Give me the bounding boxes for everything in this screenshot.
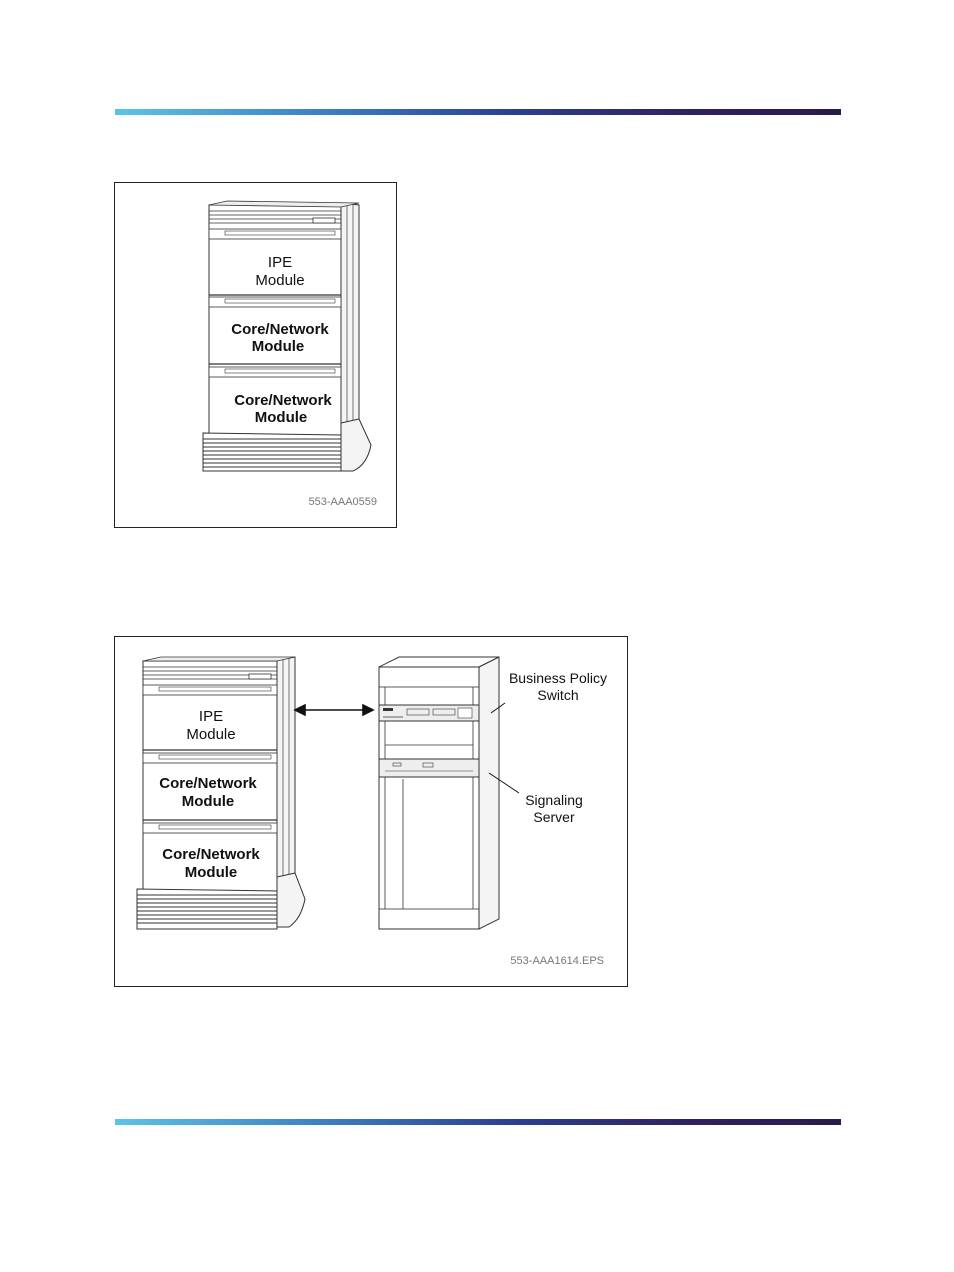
module-2-line-2: Module (182, 793, 235, 810)
module-1-line-1: IPE (268, 254, 292, 271)
switch-label-line-1: Business Policy (509, 670, 607, 686)
equipment-rack (379, 657, 499, 929)
module-3-line-1: Core/Network (234, 392, 332, 409)
figure-2: IPE Module Core/Network Module Core/Netw… (114, 636, 628, 987)
server-label-line-1: Signaling (525, 792, 583, 808)
switch-label-line-2: Switch (537, 687, 578, 703)
top-rule (115, 109, 841, 115)
connection-arrow (295, 705, 373, 715)
module-2-line-2: Module (252, 338, 305, 355)
module-1-line-2: Module (255, 272, 304, 289)
cabinet-illustration: IPE Module Core/Network Module Core/Netw… (115, 183, 396, 527)
module-1-line-2: Module (186, 726, 235, 743)
system-illustration: IPE Module Core/Network Module Core/Netw… (115, 637, 627, 986)
module-3-line-2: Module (255, 409, 308, 426)
bottom-rule (115, 1119, 841, 1125)
figure-1: IPE Module Core/Network Module Core/Netw… (114, 182, 397, 528)
figure-reference: 553-AAA0559 (309, 496, 378, 508)
module-2-line-1: Core/Network (159, 775, 257, 792)
module-3-line-2: Module (185, 864, 238, 881)
figure-reference: 553-AAA1614.EPS (510, 955, 604, 967)
module-2-line-1: Core/Network (231, 321, 329, 338)
module-3-line-1: Core/Network (162, 846, 260, 863)
module-1-line-1: IPE (199, 708, 223, 725)
server-label-line-2: Server (533, 809, 575, 825)
